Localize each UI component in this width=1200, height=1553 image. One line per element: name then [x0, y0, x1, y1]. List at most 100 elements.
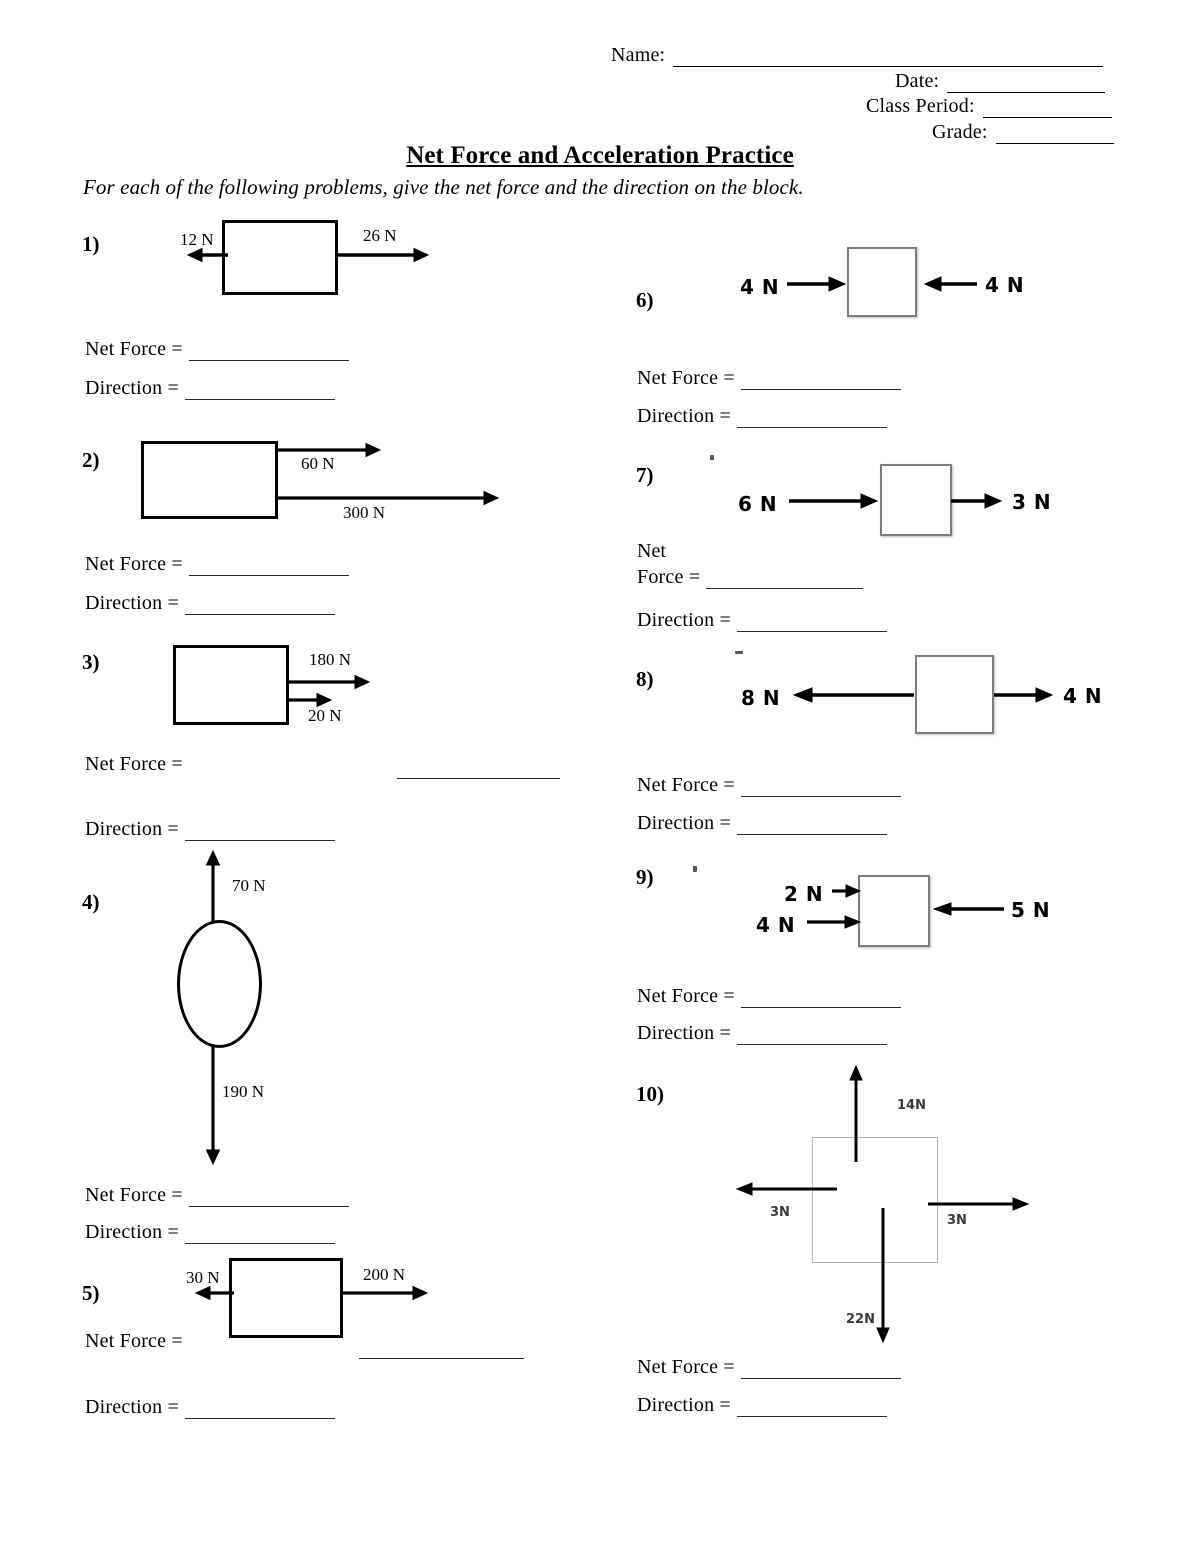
problem-4-force-1-label: 70 N	[232, 876, 266, 895]
problem-9-direction-row: Direction =	[637, 1022, 888, 1045]
problem-7-block	[880, 464, 952, 536]
problem-10-direction-label: Direction =	[637, 1394, 732, 1416]
problem-10-force-1-label: 14N	[897, 1098, 926, 1113]
problem-4-direction-input[interactable]	[185, 1227, 336, 1244]
problem-9-force-1-label: 2 N	[784, 882, 824, 906]
problem-3-direction-label: Direction =	[85, 818, 180, 840]
problem-10-number: 10)	[636, 1082, 664, 1106]
problem-2-direction-input[interactable]	[185, 598, 336, 615]
problem-5-direction-input[interactable]	[185, 1402, 336, 1419]
name-field-row: Name:	[611, 44, 1104, 67]
problem-1-net-force-input[interactable]	[188, 344, 349, 361]
class-period-input[interactable]	[982, 100, 1112, 118]
problem-6-force-1-label: 4 N	[740, 275, 780, 299]
problem-10-block	[812, 1137, 938, 1263]
problem-1-direction-row: Direction =	[85, 377, 336, 400]
class-period-field-row: Class Period:	[866, 95, 1112, 118]
class-period-label: Class Period:	[866, 95, 975, 117]
problem-5-force-1-label: 30 N	[186, 1268, 220, 1287]
problem-1-direction-label: Direction =	[85, 377, 180, 399]
problem-8-force-1-label: 8 N	[741, 686, 781, 710]
problem-5-force-2-label: 200 N	[363, 1265, 406, 1284]
problem-6-number: 6)	[636, 288, 654, 312]
problem-8-direction-input[interactable]	[737, 818, 888, 835]
problem-8-direction-row: Direction =	[637, 812, 888, 835]
problem-9-force-3-arrow	[932, 901, 1004, 917]
problem-8-force-2-arrow	[994, 686, 1054, 704]
problem-9-force-2-arrow	[807, 914, 862, 930]
problem-5-net-force-label: Net Force =	[85, 1330, 183, 1352]
problem-8-block	[915, 655, 994, 734]
problem-10-direction-row: Direction =	[637, 1394, 888, 1417]
problem-2-net-force-row: Net Force =	[85, 553, 349, 576]
problem-3-net-force-label: Net Force =	[85, 753, 183, 775]
problem-4-force-2-arrow	[204, 1046, 222, 1166]
problem-1-net-force-label: Net Force =	[85, 338, 183, 360]
problem-3-direction-row: Direction =	[85, 818, 336, 841]
problem-4-net-force-input[interactable]	[188, 1190, 349, 1207]
name-input[interactable]	[673, 49, 1104, 67]
problem-6-force-2-label: 4 N	[985, 273, 1025, 297]
problem-4-direction-row: Direction =	[85, 1221, 336, 1244]
problem-9-net-force-input[interactable]	[740, 991, 901, 1008]
problem-4-force-1-arrow	[204, 849, 222, 923]
problem-1-force-2-arrow	[336, 246, 430, 264]
problem-7-number: 7)	[636, 463, 654, 487]
problem-9-number: 9)	[636, 865, 654, 889]
problem-10-force-4-arrow	[874, 1208, 892, 1344]
name-label: Name:	[611, 44, 666, 66]
problem-7-net-force-input[interactable]	[706, 572, 864, 590]
problem-9-net-force-row: Net Force =	[637, 985, 901, 1008]
problem-5-direction-row: Direction =	[85, 1396, 336, 1419]
problem-4-block	[177, 920, 262, 1048]
scan-artifact	[735, 651, 743, 654]
problem-7-force-word: Force =	[637, 565, 701, 588]
problem-4-direction-label: Direction =	[85, 1221, 180, 1243]
problem-9-direction-input[interactable]	[737, 1028, 888, 1045]
problem-3-direction-input[interactable]	[185, 824, 336, 841]
problem-2-force-1-label: 60 N	[301, 454, 335, 473]
problem-1-force-2-label: 26 N	[363, 226, 397, 245]
problem-6-direction-input[interactable]	[737, 411, 888, 428]
problem-5-net-force-row: Net Force =	[85, 1330, 183, 1353]
problem-10-direction-input[interactable]	[737, 1400, 888, 1417]
problem-8-number: 8)	[636, 667, 654, 691]
problem-9-direction-label: Direction =	[637, 1022, 732, 1044]
problem-6-net-force-input[interactable]	[740, 373, 901, 390]
problem-5-number: 5)	[82, 1281, 100, 1305]
problem-2-block	[141, 441, 278, 519]
problem-4-net-force-row: Net Force =	[85, 1184, 349, 1207]
problem-2-direction-row: Direction =	[85, 592, 336, 615]
problem-4-force-2-label: 190 N	[222, 1082, 265, 1101]
problem-6-block	[847, 247, 917, 317]
date-input[interactable]	[947, 75, 1106, 93]
problem-9-net-force-label: Net Force =	[637, 985, 735, 1007]
grade-label: Grade:	[932, 121, 988, 143]
problem-6-net-force-label: Net Force =	[637, 367, 735, 389]
problem-6-net-force-row: Net Force =	[637, 367, 901, 390]
problem-3-block	[173, 645, 289, 725]
grade-input[interactable]	[995, 126, 1114, 144]
problem-7-direction-input[interactable]	[737, 615, 888, 632]
problem-1-direction-input[interactable]	[185, 383, 336, 400]
problem-7-force-1-label: 6 N	[738, 492, 778, 516]
grade-field-row: Grade:	[932, 121, 1114, 144]
problem-9-force-2-label: 4 N	[756, 913, 796, 937]
problem-5-force-1-arrow	[194, 1284, 234, 1302]
problem-1-force-1-arrow	[186, 246, 228, 264]
problem-8-net-force-input[interactable]	[740, 780, 901, 797]
scan-artifact	[710, 455, 714, 460]
problem-10-force-4-label: 22N	[846, 1312, 875, 1327]
problem-2-net-force-input[interactable]	[188, 559, 349, 576]
problem-5-net-force-input[interactable]	[359, 1356, 524, 1359]
problem-3-net-force-input[interactable]	[397, 776, 560, 779]
problem-7-net-word: Net	[637, 540, 666, 562]
problem-2-direction-label: Direction =	[85, 592, 180, 614]
problem-7-direction-row: Direction =	[637, 609, 888, 632]
problem-6-direction-row: Direction =	[637, 405, 888, 428]
problem-10-force-1-arrow	[847, 1064, 865, 1162]
problem-10-net-force-input[interactable]	[740, 1362, 901, 1379]
problem-10-force-2-label: 3N	[770, 1205, 790, 1220]
problem-8-direction-label: Direction =	[637, 812, 732, 834]
problem-7-force-1-arrow	[789, 492, 879, 510]
